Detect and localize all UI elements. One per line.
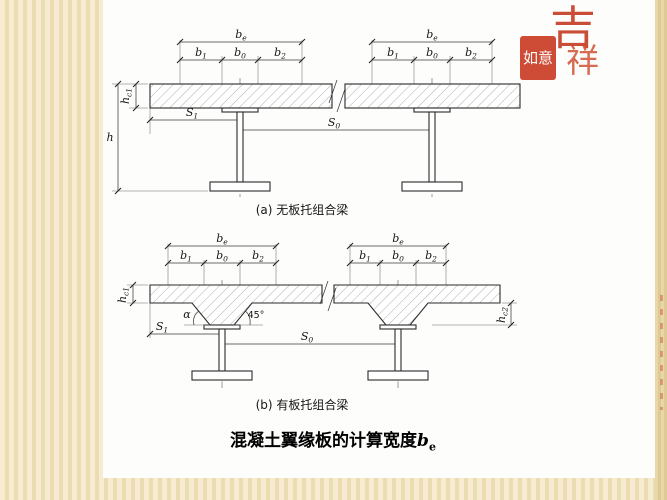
dim-label-s1: S1 <box>186 106 198 121</box>
edge-red-decoration <box>660 295 663 410</box>
dim-label-s0: S0 <box>328 116 341 131</box>
concrete-slab-with-haunch <box>333 284 501 326</box>
steel-beam <box>191 324 253 381</box>
steel-beam <box>367 324 429 381</box>
slide-title: 混凝土翼缘板的计算宽度be <box>103 426 563 453</box>
dim-label-b0: b0 <box>234 46 246 61</box>
angle-label-alpha: α <box>183 308 191 321</box>
dim-label-b0: b0 <box>426 46 438 61</box>
angle-label-45: 45° <box>248 310 265 321</box>
alpha-angle-arc <box>193 310 199 326</box>
dim-label-be: be <box>392 232 404 247</box>
dim-label-b2: b2 <box>252 249 264 264</box>
dim-label-hc2: hc2 <box>495 307 510 323</box>
diagram-a-no-haunch: be b1 b0 b2 be b1 b0 b2 S1 S0 hc1 h (a) … <box>106 28 521 217</box>
dim-label-b2: b2 <box>465 46 477 61</box>
dim-label-b0: b0 <box>392 249 404 264</box>
dim-label-b1: b1 <box>195 46 207 61</box>
dim-label-be: be <box>216 232 228 247</box>
dim-label-b0: b0 <box>216 249 228 264</box>
slide-title-subscript: e <box>428 440 436 454</box>
dim-label-b1: b1 <box>387 46 399 61</box>
dim-label-b2: b2 <box>274 46 286 61</box>
dim-label-h: h <box>106 131 113 144</box>
dim-label-b1: b1 <box>359 249 371 264</box>
steel-beam <box>401 107 463 192</box>
right-edge-stripe-decoration <box>655 0 667 500</box>
caption-a: (a) 无板托组合梁 <box>256 202 349 217</box>
slide-title-text: 混凝土翼缘板的计算宽度 <box>230 431 418 451</box>
dim-label-b2: b2 <box>425 249 437 264</box>
45deg-angle-arc <box>245 310 251 326</box>
dim-label-hc1: hc1 <box>116 287 131 303</box>
dim-label-be: be <box>426 28 438 43</box>
caption-b: (b) 有板托组合梁 <box>256 397 349 412</box>
diagram-b-with-haunch: α 45° be b1 b0 b2 be b1 b0 b2 S1 S0 hc1 … <box>116 232 517 412</box>
concrete-slab <box>149 83 333 109</box>
dim-label-s0: S0 <box>301 330 314 345</box>
dim-label-hc1: hc1 <box>119 88 134 104</box>
concrete-slab <box>344 83 521 109</box>
dim-label-b1: b1 <box>180 249 192 264</box>
concrete-slab-with-haunch <box>149 284 323 326</box>
content-panel <box>103 0 655 478</box>
dim-label-s1: S1 <box>156 320 168 335</box>
steel-beam <box>209 107 271 192</box>
dim-label-be: be <box>235 28 247 43</box>
slide-title-variable: b <box>417 431 429 451</box>
